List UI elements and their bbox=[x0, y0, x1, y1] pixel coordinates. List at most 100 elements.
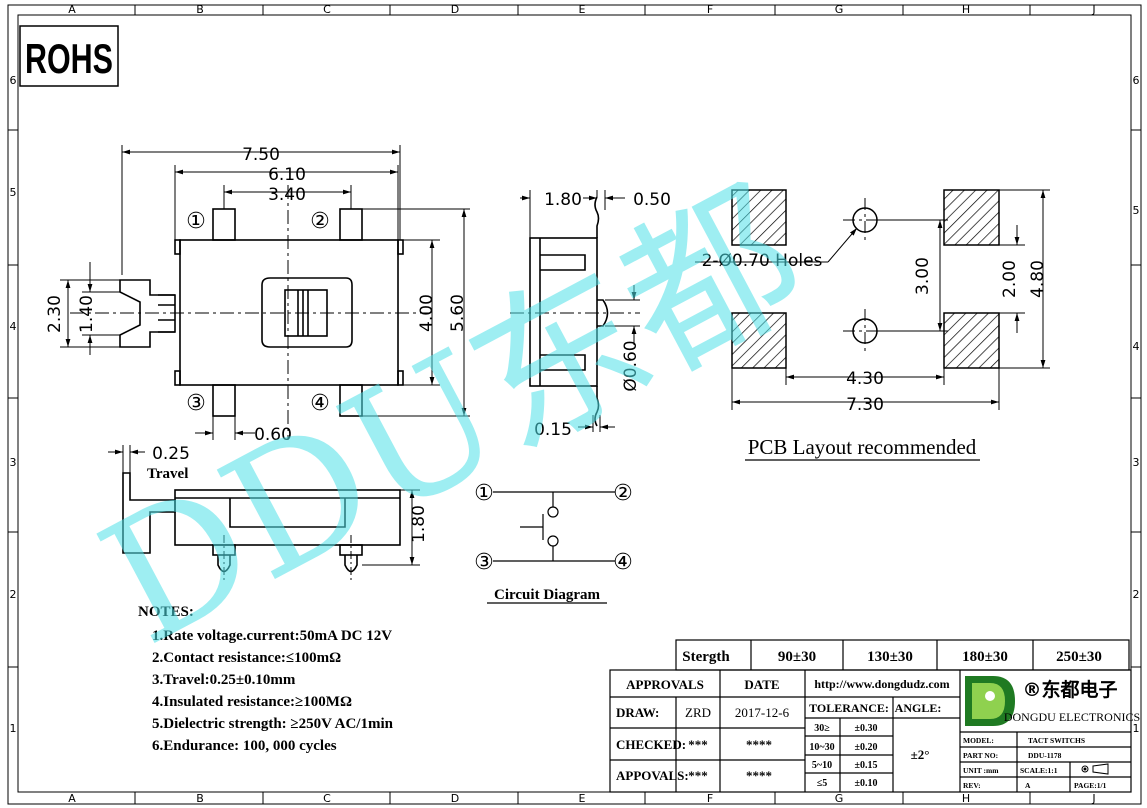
dim-5-60: 5.60 bbox=[448, 294, 468, 332]
note-item: 2.Contact resistance:≤100mΩ bbox=[152, 650, 341, 666]
travel-label: Travel bbox=[147, 466, 188, 482]
col-label: E bbox=[579, 3, 586, 16]
pcb-pad bbox=[943, 312, 1000, 369]
tol-range: 10~30 bbox=[809, 742, 834, 753]
tol-range: 5~10 bbox=[812, 760, 832, 771]
col-label: H bbox=[962, 792, 970, 805]
dim-1-80-side: 1.80 bbox=[544, 190, 582, 210]
model-value: TACT SWITCHS bbox=[1028, 736, 1085, 745]
dim-6-10: 6.10 bbox=[268, 165, 306, 185]
circuit-diagram: ① ② ③ ④ Circuit Diagram bbox=[474, 481, 633, 604]
rev-value: A bbox=[1025, 781, 1031, 790]
pcb-pad bbox=[731, 189, 787, 246]
circuit-pin-3: ③ bbox=[474, 550, 494, 575]
col-label: A bbox=[68, 3, 76, 16]
brand-name-en: DONGDU ELECTRONICS bbox=[1004, 710, 1140, 724]
dim-0-15: 0.15 bbox=[534, 420, 572, 440]
strength-value: 130±30 bbox=[867, 649, 913, 665]
part-value: DDU-1178 bbox=[1028, 751, 1062, 760]
dim-4-00: 4.00 bbox=[417, 294, 437, 332]
checked-date: **** bbox=[746, 737, 772, 752]
col-label: F bbox=[707, 3, 713, 16]
tol-range: ≤5 bbox=[817, 778, 828, 789]
pcb-holes-label: 2-Ø0.70 Holes bbox=[702, 251, 823, 271]
tol-range: 30≥ bbox=[814, 723, 830, 734]
dim-3-40: 3.40 bbox=[268, 185, 306, 205]
checked-label: CHECKED: bbox=[616, 737, 686, 752]
dim-2-00: 2.00 bbox=[1000, 260, 1020, 298]
pin-3-label: ③ bbox=[186, 391, 206, 416]
note-item: 3.Travel:0.25±0.10mm bbox=[152, 672, 296, 688]
pcb-layout: 2-Ø0.70 Holes 3.00 2.00 4.80 4.30 7.30 P… bbox=[695, 189, 1050, 461]
note-item: 4.Insulated resistance:≥100MΩ bbox=[152, 694, 352, 710]
pcb-pad bbox=[943, 189, 1000, 246]
strength-table: Stergth 90±30 130±30 180±30 250±30 bbox=[675, 639, 1130, 671]
pin-2-label: ② bbox=[310, 209, 330, 234]
angle-label: ANGLE: bbox=[895, 701, 942, 715]
projection-symbol-icon bbox=[1081, 763, 1109, 775]
row-label: 4 bbox=[1133, 340, 1140, 353]
col-label: G bbox=[835, 792, 844, 805]
circuit-pin-2: ② bbox=[613, 481, 633, 506]
dim-7-50: 7.50 bbox=[242, 145, 280, 165]
dim-0-60: 0.60 bbox=[254, 425, 292, 445]
pcb-pad bbox=[731, 312, 787, 369]
side-dimensions bbox=[520, 190, 640, 432]
dim-0-25: 0.25 bbox=[152, 444, 190, 464]
col-label: G bbox=[835, 3, 844, 16]
approvals-date: **** bbox=[746, 768, 772, 783]
pin-1-label: ① bbox=[186, 209, 206, 234]
col-label: F bbox=[707, 792, 713, 805]
row-label: 4 bbox=[10, 320, 17, 333]
pin-4-label: ④ bbox=[310, 391, 330, 416]
row-label: 3 bbox=[10, 456, 17, 469]
rev-label: REV: bbox=[963, 781, 981, 790]
row-label: 1 bbox=[10, 722, 17, 735]
col-label: A bbox=[68, 792, 76, 805]
dim-4-30: 4.30 bbox=[846, 369, 884, 389]
travel-view bbox=[122, 472, 401, 573]
row-label: 6 bbox=[1133, 74, 1140, 87]
strength-value: 90±30 bbox=[778, 649, 816, 665]
dim-1-40: 1.40 bbox=[77, 295, 97, 333]
travel-dimensions bbox=[108, 445, 420, 580]
approvals-name: *** bbox=[688, 768, 708, 783]
approvals-header: APPROVALS bbox=[626, 677, 704, 692]
checked-name: *** bbox=[688, 737, 708, 752]
col-label: B bbox=[196, 3, 204, 16]
dim-0-50: 0.50 bbox=[633, 190, 671, 210]
dim-4-80: 4.80 bbox=[1028, 260, 1048, 298]
dongdu-logo bbox=[965, 676, 1015, 726]
scale-label: SCALE:1:1 bbox=[1020, 766, 1058, 775]
row-label: 1 bbox=[1133, 722, 1140, 735]
sheet-frame bbox=[7, 4, 1142, 805]
col-label: C bbox=[323, 3, 331, 16]
rohs-label: ROHS bbox=[25, 35, 113, 82]
grid-labels: A B C D E F G H J A B C D E F G H J 6 5 … bbox=[10, 3, 1140, 805]
tol-value: ±0.10 bbox=[855, 778, 878, 789]
note-item: 5.Dielectric strength: ≥250V AC/1min bbox=[152, 716, 394, 732]
part-label: PART NO: bbox=[963, 751, 998, 760]
dim-3-00: 3.00 bbox=[913, 257, 933, 295]
dim-2-30: 2.30 bbox=[45, 295, 65, 333]
front-dimensions bbox=[60, 145, 470, 440]
row-label: 6 bbox=[10, 74, 17, 87]
tol-value: ±0.15 bbox=[855, 760, 878, 771]
draw-date: 2017-12-6 bbox=[735, 705, 790, 720]
col-label: H bbox=[962, 3, 970, 16]
col-label: J bbox=[1091, 3, 1095, 16]
note-item: 6.Endurance: 100, 000 cycles bbox=[152, 738, 337, 754]
website-url: http://www.dongdudz.com bbox=[814, 677, 949, 691]
row-label: 3 bbox=[1133, 456, 1140, 469]
circuit-pin-1: ① bbox=[474, 481, 494, 506]
title-block: APPROVALS DATE DRAW: ZRD 2017-12-6 CHECK… bbox=[609, 669, 1140, 793]
dim-0-60-dia: Ø0.60 bbox=[621, 340, 641, 391]
front-dim-labels: 7.50 6.10 3.40 2.30 1.40 4.00 5.60 0.60 … bbox=[45, 145, 468, 445]
notes-title: NOTES: bbox=[138, 604, 194, 620]
tolerance-label: TOLERANCE: bbox=[809, 701, 889, 715]
page-label: PAGE:1/1 bbox=[1074, 781, 1107, 790]
row-label: 5 bbox=[10, 186, 17, 199]
tol-value: ±0.20 bbox=[855, 742, 878, 753]
side-view bbox=[529, 196, 609, 427]
approvals-label: APPOVALS: bbox=[616, 768, 689, 783]
